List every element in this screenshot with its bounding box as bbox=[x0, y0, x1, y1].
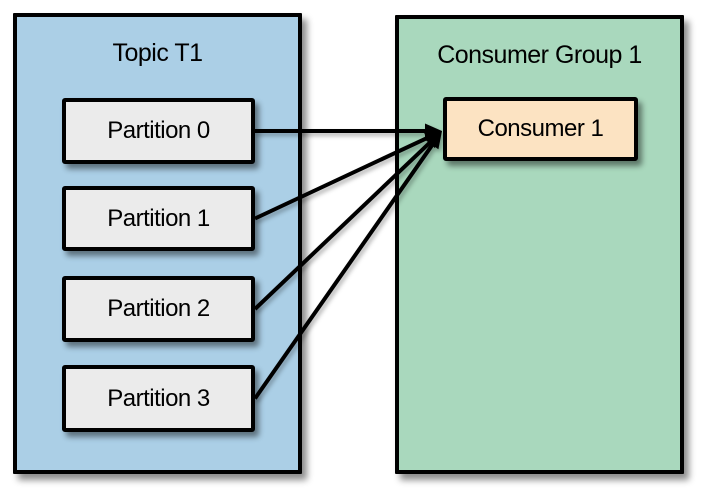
consumer-group-title: Consumer Group 1 bbox=[437, 41, 642, 69]
consumer-group-box: Consumer Group 1 bbox=[395, 15, 684, 474]
partition-0-label: Partition 0 bbox=[107, 117, 210, 144]
partition-2-box: Partition 2 bbox=[62, 276, 255, 342]
partition-0-box: Partition 0 bbox=[62, 98, 255, 164]
partition-1-label: Partition 1 bbox=[107, 204, 210, 232]
topic-title: Topic T1 bbox=[112, 39, 203, 67]
partition-1-box: Partition 1 bbox=[62, 186, 255, 251]
partition-2-label: Partition 2 bbox=[107, 295, 210, 322]
partition-3-box: Partition 3 bbox=[62, 365, 255, 432]
partition-3-label: Partition 3 bbox=[107, 384, 210, 412]
consumer-1-label: Consumer 1 bbox=[477, 115, 604, 142]
consumer-1-box: Consumer 1 bbox=[443, 97, 638, 161]
